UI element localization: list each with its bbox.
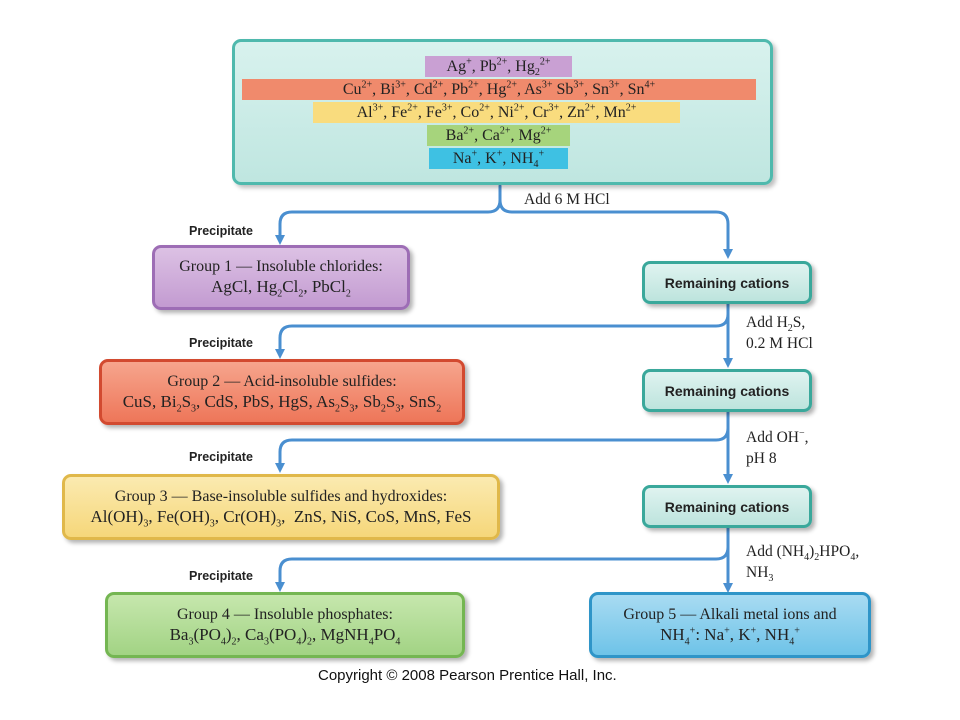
group-3-box: Group 3 — Base-insoluble sulfides and hy… — [62, 474, 500, 540]
reagent-step-4: Add (NH4)2HPO4,NH3 — [746, 543, 860, 585]
remaining-cations-box-3: Remaining cations — [642, 485, 812, 528]
precipitate-label-3: Precipitate — [189, 450, 253, 464]
group-5-box: Group 5 — Alkali metal ions and NH4+: Na… — [589, 592, 871, 658]
group-5-title: Group 5 — Alkali metal ions and — [623, 606, 837, 623]
all-cations-box: Ag+, Pb2+, Hg22+ Cu2+, Bi3+, Cd2+, Pb2+,… — [232, 39, 773, 185]
group-1-box: Group 1 — Insoluble chlorides: AgCl, Hg2… — [152, 245, 410, 310]
cation-band-group-1: Ag+, Pb2+, Hg22+ — [425, 56, 572, 78]
remaining-cations-box-2: Remaining cations — [642, 369, 812, 412]
cation-band-group-2: Cu2+, Bi3+, Cd2+, Pb2+, Hg2+, As3+ Sb3+,… — [242, 79, 756, 100]
group-4-box: Group 4 — Insoluble phosphates: Ba3(PO4)… — [105, 592, 465, 658]
group-4-formula: Ba3(PO4)2, Ca3(PO4)2, MgNH4PO4 — [169, 625, 401, 648]
group-5-formula: NH4+: Na+, K+, NH4+ — [660, 625, 800, 648]
group-3-title: Group 3 — Base-insoluble sulfides and hy… — [114, 488, 448, 505]
remaining-cations-box-1: Remaining cations — [642, 261, 812, 304]
group-3-formula: Al(OH)3, Fe(OH)3, Cr(OH)3, ZnS, NiS, CoS… — [90, 507, 472, 530]
group-2-box: Group 2 — Acid-insoluble sulfides: CuS, … — [99, 359, 465, 425]
reagent-step-2: Add H2S,0.2 M HCl — [746, 314, 813, 352]
cation-band-group-4: Ba2+, Ca2+, Mg2+ — [427, 125, 570, 146]
precipitate-label-4: Precipitate — [189, 569, 253, 583]
group-2-title: Group 2 — Acid-insoluble sulfides: — [167, 373, 397, 390]
precipitate-label-1: Precipitate — [189, 224, 253, 238]
copyright-notice: Copyright © 2008 Pearson Prentice Hall, … — [318, 667, 617, 684]
reagent-step-1: Add 6 M HCl — [524, 191, 610, 208]
arrow-to-remaining-1 — [498, 198, 733, 259]
arrow-precip-2 — [275, 302, 730, 359]
arrow-split-top — [275, 184, 502, 245]
reagent-step-3: Add OH−,pH 8 — [746, 427, 809, 467]
cation-band-group-3: Al3+, Fe2+, Fe3+, Co2+, Ni2+, Cr3+, Zn2+… — [313, 102, 680, 123]
group-4-title: Group 4 — Insoluble phosphates: — [177, 606, 393, 623]
precipitate-label-2: Precipitate — [189, 336, 253, 350]
group-1-formula: AgCl, Hg2Cl2, PbCl2 — [211, 277, 351, 300]
cation-band-group-5: Na+, K+, NH4+ — [429, 148, 568, 170]
group-1-title: Group 1 — Insoluble chlorides: — [179, 258, 383, 275]
group-2-formula: CuS, Bi2S3, CdS, PbS, HgS, As2S3, Sb2S3,… — [122, 392, 442, 415]
